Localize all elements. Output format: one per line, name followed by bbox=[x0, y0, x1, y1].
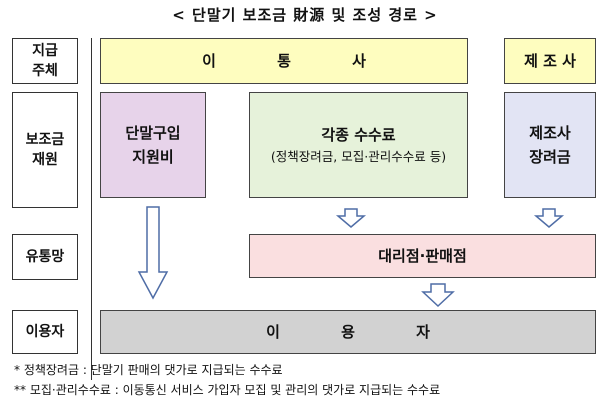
end-user-label: 이 용 자 bbox=[266, 323, 458, 341]
row-label-payer-line1: 지급 bbox=[32, 43, 58, 59]
fees-line1: 각종 수수료 bbox=[321, 126, 396, 144]
dealer-box: 대리점·판매점 bbox=[249, 234, 596, 278]
mfr-incentive-box: 제조사 장려금 bbox=[504, 92, 596, 198]
row-label-source-line2: 재원 bbox=[32, 152, 58, 168]
manufacturer-label: 제 조 사 bbox=[524, 52, 576, 70]
down-arrow-long-icon bbox=[137, 206, 169, 300]
end-user-box: 이 용 자 bbox=[100, 310, 596, 354]
row-label-source-line1: 보조금 bbox=[25, 132, 65, 148]
row-label-payer: 지급 주체 bbox=[12, 38, 78, 84]
down-arrow-dealer-icon bbox=[421, 283, 455, 308]
carrier-box: 이 통 사 bbox=[100, 38, 468, 84]
device-subsidy-line1: 단말구입 bbox=[125, 124, 181, 142]
row-label-channel: 유통망 bbox=[12, 234, 78, 280]
manufacturer-box: 제 조 사 bbox=[504, 38, 596, 84]
row-label-source: 보조금 재원 bbox=[12, 92, 78, 208]
mfr-incentive-line2: 장려금 bbox=[529, 148, 571, 166]
row-label-user: 이용자 bbox=[12, 310, 78, 354]
down-arrow-incentive-icon bbox=[533, 208, 565, 228]
vertical-divider bbox=[91, 38, 92, 380]
row-label-user-text: 이용자 bbox=[25, 324, 65, 340]
footnote-2: ** 모집·관리수수료 : 이동통신 서비스 가입자 모집 및 관리의 댓가로 … bbox=[14, 383, 441, 397]
diagram-title: < 단말기 보조금 財源 및 조성 경로 > bbox=[172, 6, 438, 24]
device-subsidy-box: 단말구입 지원비 bbox=[100, 92, 206, 198]
mfr-incentive-line1: 제조사 bbox=[529, 124, 571, 142]
down-arrow-fees-icon bbox=[335, 208, 367, 228]
device-subsidy-line2: 지원비 bbox=[132, 148, 174, 166]
row-label-payer-line2: 주체 bbox=[32, 63, 58, 79]
dealer-label: 대리점·판매점 bbox=[378, 247, 467, 265]
row-label-channel-text: 유통망 bbox=[25, 249, 65, 265]
fees-box: 각종 수수료 (정책장려금, 모집·관리수수료 등) bbox=[249, 92, 468, 198]
fees-line2: (정책장려금, 모집·관리수수료 등) bbox=[270, 149, 447, 164]
footnote-1: * 정책장려금 : 단말기 판매의 댓가로 지급되는 수수료 bbox=[14, 363, 283, 377]
carrier-label: 이 통 사 bbox=[202, 52, 394, 70]
